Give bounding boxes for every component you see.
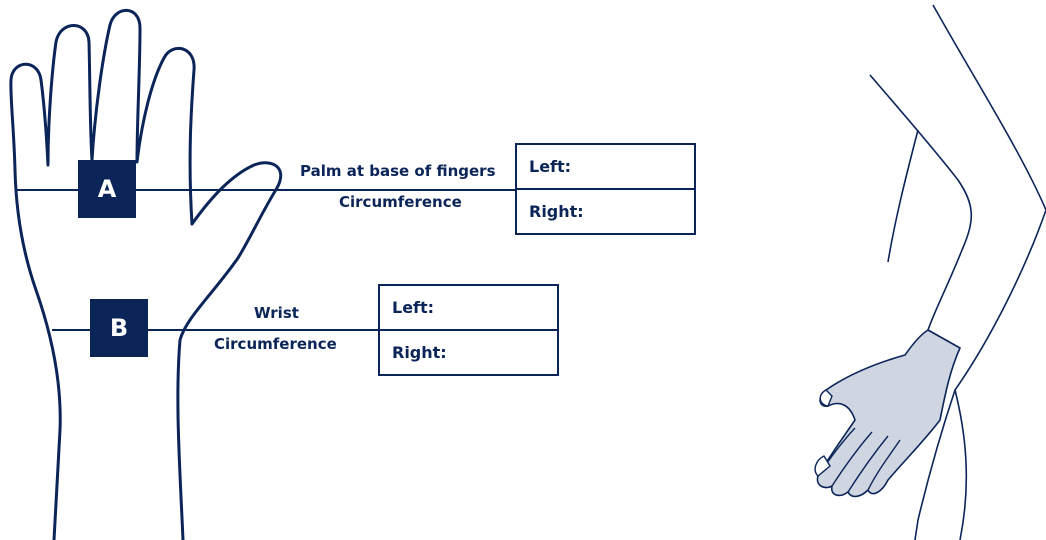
palm-circumference-label: Circumference xyxy=(339,193,462,211)
compression-glove xyxy=(816,329,961,498)
arm-lower-outline xyxy=(914,389,956,540)
palm-label: Palm at base of fingers xyxy=(300,162,496,180)
palm-left-field[interactable]: Left: xyxy=(529,157,572,176)
hand-outline xyxy=(9,8,283,540)
glove-finger-lines xyxy=(817,427,901,493)
palm-measurement-table: Left: Right: xyxy=(515,143,696,235)
arm-back-outline xyxy=(932,4,1046,540)
wrist-right-field[interactable]: Right: xyxy=(380,329,557,374)
wrist-label: Wrist xyxy=(254,304,299,322)
wrist-left-field[interactable]: Left: xyxy=(392,298,435,317)
measure-a-badge: A xyxy=(78,160,136,218)
glove-fingertips xyxy=(814,389,833,477)
arm-front-outline xyxy=(869,74,973,331)
wrist-circumference-label: Circumference xyxy=(214,335,337,353)
arm-fold-line xyxy=(887,129,919,263)
measure-b-badge: B xyxy=(90,299,148,357)
palm-right-field[interactable]: Right: xyxy=(517,188,694,233)
wrist-measurement-table: Left: Right: xyxy=(378,284,559,376)
